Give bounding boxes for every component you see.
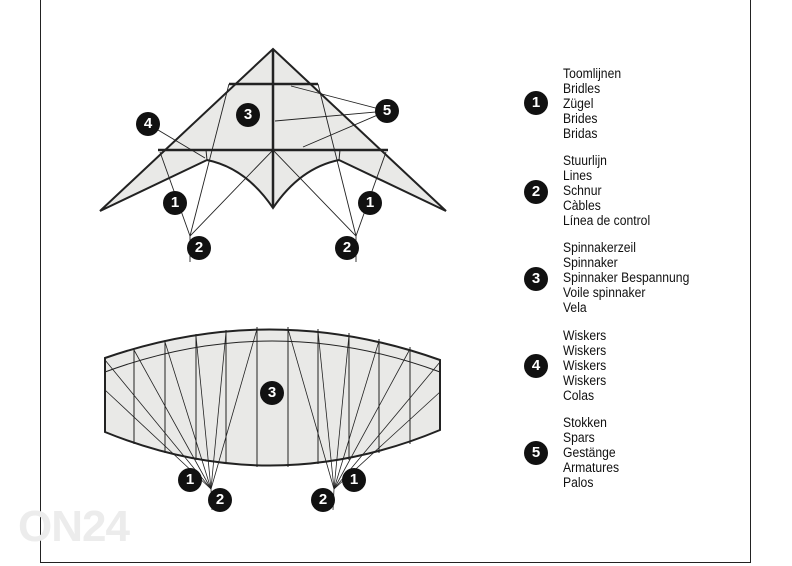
- callout-2-foil-left: 2: [208, 488, 232, 512]
- term: Brides: [563, 111, 598, 126]
- term: Spinnakerzeil: [563, 240, 636, 255]
- term: Armatures: [563, 460, 620, 475]
- callout-1-right: 1: [358, 191, 382, 215]
- term: Spars: [563, 430, 595, 445]
- term: Vela: [563, 300, 587, 315]
- term: Colas: [563, 388, 595, 403]
- legend-badge: 5: [524, 441, 548, 465]
- callout-1-foil-right: 1: [342, 468, 366, 492]
- watermark-logo: ON24: [18, 502, 130, 551]
- callout-1-foil-left: 1: [178, 468, 202, 492]
- term: Toomlijnen: [563, 66, 622, 81]
- term: Càbles: [563, 198, 601, 213]
- term: Wiskers: [563, 358, 607, 373]
- callout-2-left: 2: [187, 236, 211, 260]
- foil-inner-arc: [104, 340, 441, 373]
- legend-terms: Toomlijnen Bridles Zügel Brides Bridas: [563, 66, 621, 141]
- callout-5: 5: [375, 99, 399, 123]
- legend-terms: Wiskers Wiskers Wiskers Wiskers Colas: [563, 328, 606, 403]
- term: Stokken: [563, 415, 607, 430]
- callout-2-foil-right: 2: [311, 488, 335, 512]
- callout-3-foil: 3: [260, 381, 284, 405]
- term: Línea de control: [563, 213, 651, 228]
- callout-4: 4: [136, 112, 160, 136]
- callout-2-right: 2: [335, 236, 359, 260]
- legend-badge: 1: [524, 91, 548, 115]
- leader-lines: [147, 85, 388, 159]
- foil-ribs: [133, 327, 411, 467]
- term: Bridas: [563, 126, 598, 141]
- term: Wiskers: [563, 373, 607, 388]
- legend-terms: Spinnakerzeil Spinnaker Spinnaker Bespan…: [563, 240, 689, 315]
- term: Wiskers: [563, 343, 607, 358]
- legend-badge: 4: [524, 354, 548, 378]
- callout-3-delta: 3: [236, 103, 260, 127]
- term: Bridles: [563, 81, 601, 96]
- term: Palos: [563, 475, 594, 490]
- term: Wiskers: [563, 328, 607, 343]
- term: Spinnaker: [563, 255, 618, 270]
- callout-1-left: 1: [163, 191, 187, 215]
- term: Schnur: [563, 183, 602, 198]
- delta-kite: [99, 47, 447, 262]
- legend-terms: Stokken Spars Gestänge Armatures Palos: [563, 415, 619, 490]
- term: Stuurlijn: [563, 153, 607, 168]
- term: Voile spinnaker: [563, 285, 646, 300]
- whisker-right: [338, 149, 341, 161]
- whisker-left: [205, 149, 208, 161]
- foil-kite: [104, 327, 441, 511]
- diagram-frame: [40, 0, 751, 563]
- legend-badge: 3: [524, 267, 548, 291]
- term: Zügel: [563, 96, 594, 111]
- term: Lines: [563, 168, 593, 183]
- legend-badge: 2: [524, 180, 548, 204]
- term: Gestänge: [563, 445, 616, 460]
- legend-terms: Stuurlijn Lines Schnur Càbles Línea de c…: [563, 153, 650, 228]
- term: Spinnaker Bespannung: [563, 270, 690, 285]
